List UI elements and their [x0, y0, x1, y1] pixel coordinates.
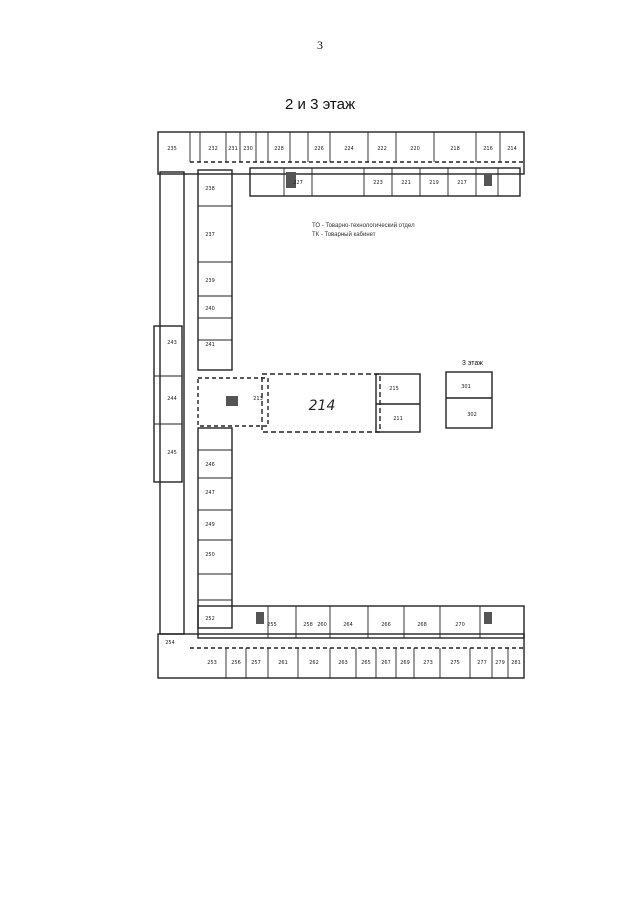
central-hall-outline	[261, 373, 381, 433]
room-label: 215	[389, 386, 399, 392]
page-number: 3	[317, 38, 323, 52]
room-label: 301	[461, 384, 471, 390]
room-label: 260	[317, 622, 327, 628]
room-label: 269	[400, 660, 410, 666]
room-label: 247	[205, 490, 215, 496]
floor-3-block	[445, 371, 493, 429]
room-label: 264	[343, 622, 353, 628]
left-outer-rooms	[153, 325, 183, 483]
room-label: 252	[205, 616, 215, 622]
room-label: 224	[344, 146, 354, 152]
central-corridor	[197, 377, 269, 427]
room-label: 266	[381, 622, 391, 628]
room-label: 270	[455, 622, 465, 628]
room-label: 256	[231, 660, 241, 666]
room-label: 238	[205, 186, 215, 192]
room-label: 250	[205, 552, 215, 558]
room-label: 216	[483, 146, 493, 152]
central-hall-label: 214	[309, 398, 336, 414]
room-label: 223	[373, 180, 383, 186]
room-label: 240	[205, 306, 215, 312]
bottom-wing-upper	[197, 605, 525, 639]
room-label: 281	[511, 660, 521, 666]
room-label: 219	[429, 180, 439, 186]
room-label: 254	[165, 640, 175, 646]
room-label: 217	[457, 180, 467, 186]
room-label: 253	[207, 660, 217, 666]
room-label: 231	[228, 146, 238, 152]
plan-title: 2 и 3 этаж	[285, 96, 355, 113]
room-label: 220	[410, 146, 420, 152]
room-label: 243	[167, 340, 177, 346]
room-label: 261	[278, 660, 288, 666]
room-label: 246	[205, 462, 215, 468]
room-label: 221	[401, 180, 411, 186]
room-label: 211	[393, 416, 403, 422]
room-label: 228	[274, 146, 284, 152]
room-label: 263	[338, 660, 348, 666]
room-label: 262	[309, 660, 319, 666]
room-label: 241	[205, 342, 215, 348]
room-label: 244	[167, 396, 177, 402]
left-inner-wing-lower	[197, 427, 233, 629]
top-wing-outer-wall	[157, 131, 525, 175]
room-label: 258	[303, 622, 313, 628]
room-label: 237	[205, 232, 215, 238]
room-label: 275	[450, 660, 460, 666]
room-label: 279	[495, 660, 505, 666]
left-inner-wing-upper	[197, 169, 233, 371]
room-label: 235	[167, 146, 177, 152]
top-wing-inner-block	[249, 167, 521, 197]
room-label: 302	[467, 412, 477, 418]
room-label: 257	[251, 660, 261, 666]
central-right-rooms	[375, 373, 421, 433]
room-label: 232	[208, 146, 218, 152]
room-label: 245	[167, 450, 177, 456]
room-label: 230	[243, 146, 253, 152]
legend-line: ТО - Товарно-технологический отдел	[312, 223, 415, 229]
plan-legend: ТО - Товарно-технологический отдел ТК - …	[312, 222, 415, 240]
bottom-wing-outer	[157, 633, 525, 679]
room-label: 222	[377, 146, 387, 152]
room-label: 273	[423, 660, 433, 666]
legend-line: ТК - Товарный кабинет	[312, 232, 376, 238]
room-label: 227	[293, 180, 303, 186]
room-label: 265	[361, 660, 371, 666]
left-outer-wall	[159, 171, 185, 635]
room-label: 226	[314, 146, 324, 152]
room-label: 277	[477, 660, 487, 666]
floor-3-label: 3 этаж	[462, 360, 483, 367]
room-label: 268	[417, 622, 427, 628]
room-label: 213	[253, 396, 263, 402]
room-label: 249	[205, 522, 215, 528]
room-label: 214	[507, 146, 517, 152]
room-label: 239	[205, 278, 215, 284]
room-label: 218	[450, 146, 460, 152]
room-label: 255	[267, 622, 277, 628]
room-label: 267	[381, 660, 391, 666]
